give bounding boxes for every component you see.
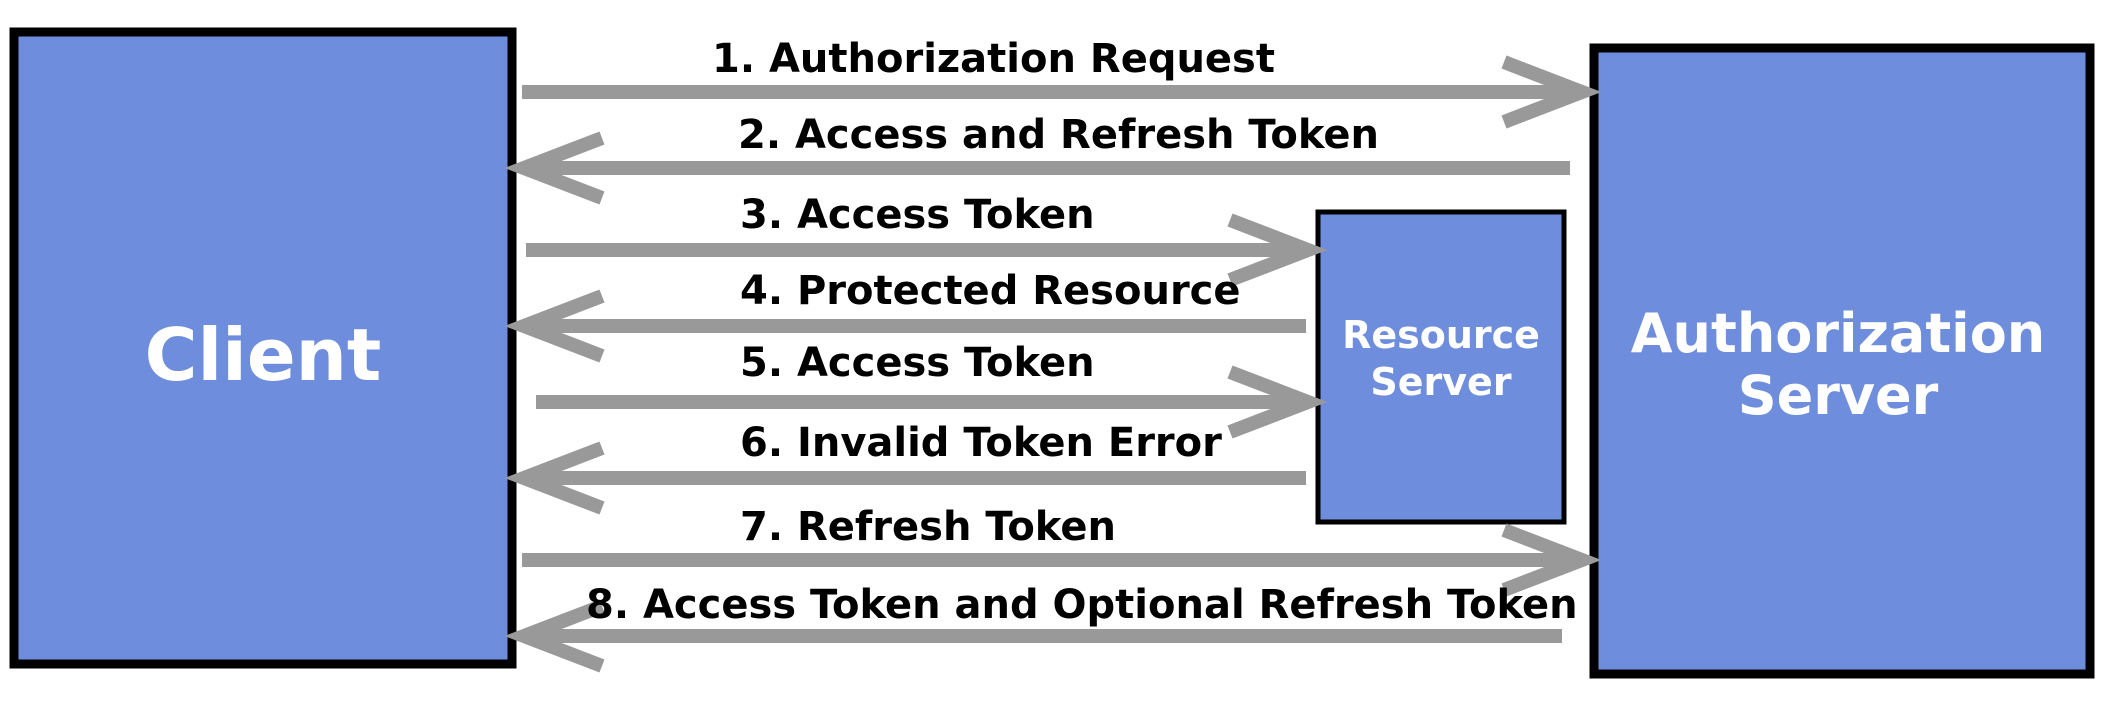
message-3-arrow (526, 213, 1328, 287)
message-2-arrow (504, 131, 1570, 205)
resource-server-label-line1: Resource (1342, 313, 1540, 357)
message-3: 3. Access Token (526, 192, 1328, 287)
message-4: 4. Protected Resource (504, 268, 1306, 363)
resource-server-box: Resource Server (1315, 209, 1567, 525)
message-2: 2. Access and Refresh Token (504, 112, 1570, 205)
message-4-arrow (504, 289, 1306, 363)
message-6: 6. Invalid Token Error (504, 420, 1306, 515)
client-box-rect (9, 27, 517, 669)
message-3-label: 3. Access Token (740, 192, 1095, 238)
message-1-label: 1. Authorization Request (712, 36, 1275, 82)
resource-server-label-line2: Server (1370, 360, 1511, 404)
message-4-label: 4. Protected Resource (740, 268, 1241, 314)
authorization-server-label-line1: Authorization (1631, 302, 2045, 365)
message-7-arrow (522, 523, 1602, 597)
message-7: 7. Refresh Token (522, 504, 1602, 597)
message-8-arrow (504, 599, 1562, 673)
authorization-server-box: Authorization Server (1589, 43, 2095, 679)
message-1: 1. Authorization Request (522, 36, 1602, 129)
message-5-label: 5. Access Token (740, 340, 1095, 386)
message-5-arrow (536, 365, 1328, 439)
message-6-label: 6. Invalid Token Error (740, 420, 1222, 466)
authorization-server-label-line2: Server (1738, 364, 1939, 427)
message-7-label: 7. Refresh Token (740, 504, 1116, 550)
client-box: Client (9, 27, 517, 669)
message-2-label: 2. Access and Refresh Token (738, 112, 1379, 158)
message-5: 5. Access Token (536, 340, 1328, 439)
message-8: 8. Access Token and Optional Refresh Tok… (504, 582, 1578, 673)
authorization-server-box-rect (1589, 43, 2095, 679)
client-label: Client (145, 313, 382, 397)
resource-server-box-rect (1315, 209, 1567, 525)
message-6-arrow (504, 441, 1306, 515)
message-1-arrow (522, 55, 1602, 129)
message-8-label: 8. Access Token and Optional Refresh Tok… (586, 582, 1578, 628)
